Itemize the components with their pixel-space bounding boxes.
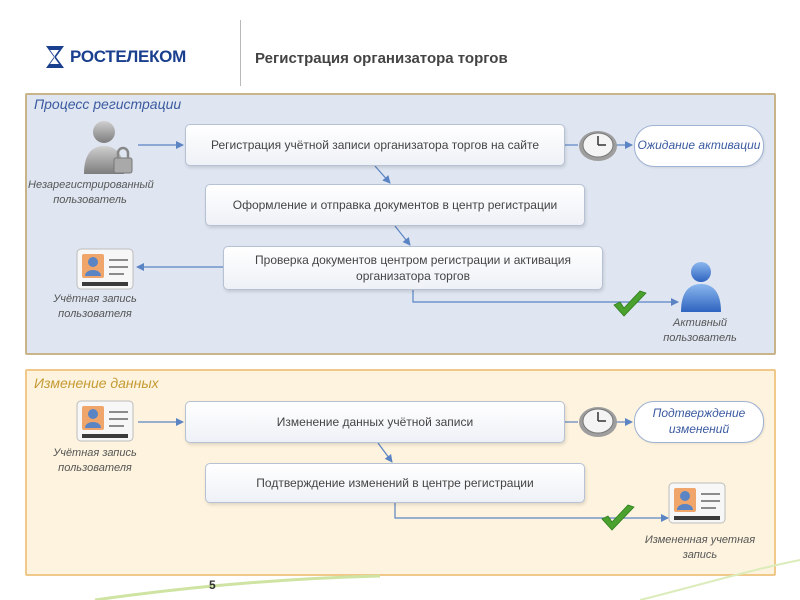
status-confirm-changes: Подтверждение изменений [634,401,764,443]
registration-panel-title: Процесс регистрации [34,96,182,112]
step-change-account-data: Изменение данных учётной записи [185,401,565,443]
id-card-icon [76,248,134,290]
caption-changed-account: Измененная учетная запись [644,534,756,562]
clock-icon [579,407,617,437]
arrow-step4-to-step5 [377,442,393,463]
changes-panel-title: Изменение данных [34,375,159,391]
step-verify-activate: Проверка документов центром регистрации … [223,246,603,290]
check-icon [613,290,647,317]
step-register-account: Регистрация учётной записи организатора … [185,124,565,166]
arrow-step3-to-active [412,290,679,306]
arrow-step2-to-step3 [394,225,411,246]
rostelecom-logo: РОСТЕЛЕКОМ [44,42,194,72]
locked-user-icon [84,121,133,174]
arrow-step5-to-changed [394,503,669,522]
step-confirm-changes: Подтверждение изменений в центре регистр… [205,463,585,503]
caption-active-user: Активный пользователь [663,317,737,345]
status-awaiting-activation: Ожидание активации [634,125,764,167]
header-divider [240,20,241,86]
id-card-icon [668,482,726,524]
active-user-icon [681,262,721,312]
caption-user-account: Учётная запись пользователя [53,293,137,321]
caption-user-account-2: Учётная запись пользователя [53,447,137,475]
id-card-icon [76,400,134,442]
check-icon [601,504,635,531]
step-send-documents: Оформление и отправка документов в центр… [205,184,585,226]
caption-unregistered-user: Незарегистрированный пользователь [28,179,154,207]
arrow-step1-to-step2 [374,165,391,184]
clock-icon [579,131,617,161]
slide-title: Регистрация организатора торгов [255,50,508,67]
page-number: 5 [209,578,216,592]
logo-text: РОСТЕЛЕКОМ [70,47,186,66]
logo-icon [46,46,64,68]
